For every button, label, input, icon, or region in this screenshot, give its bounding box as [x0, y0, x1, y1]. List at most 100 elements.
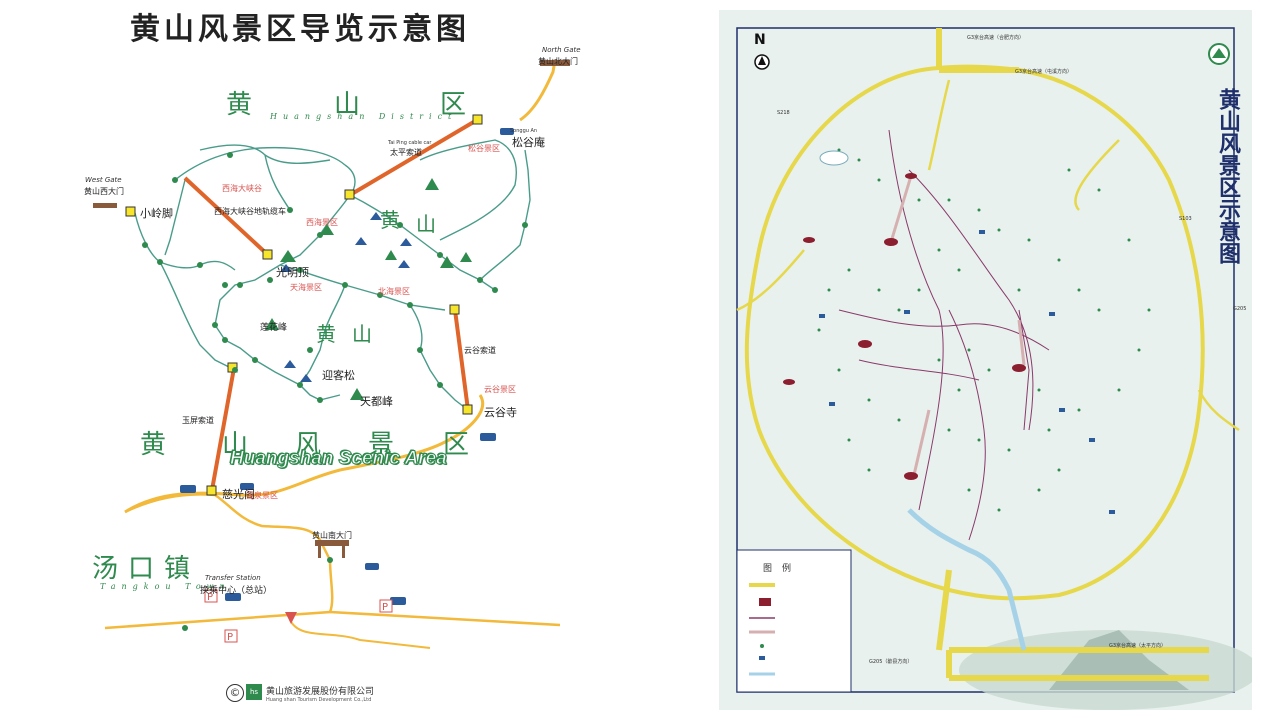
title-char: 区 [1215, 176, 1240, 198]
cable-car-stations [783, 173, 1026, 480]
transfer-station-label: 换乘中心（总站） [200, 586, 273, 596]
peak-icons [265, 178, 472, 400]
xihai-scenic-label: 西海景区 [306, 218, 338, 227]
tianhai-label: 天海景区 [290, 283, 322, 292]
title-char: 山 [1215, 110, 1240, 132]
minor-roads [736, 79, 1240, 432]
district-en: Huangshan District [270, 112, 458, 121]
town-en: Tangkou Town [100, 582, 231, 591]
xihai-valley-label: 西海大峡谷 [222, 184, 262, 193]
map-title: 黄山风景区导览示意图 [130, 12, 470, 47]
reservoir [819, 150, 849, 166]
ring-road [744, 64, 1205, 601]
peak-char-1: 黄 [380, 208, 400, 232]
title-char: 示 [1215, 198, 1240, 220]
yungu-cable-label: 云谷索道 [464, 346, 496, 355]
taiping-cable-en: Tai Ping cable car [388, 140, 432, 146]
gate-icons [93, 60, 570, 558]
west-gate-label: 黄山西大门 [84, 187, 124, 196]
huangshan-schematic-map: N 黄山风景区示意图 图例 G3京台高速（合肥方向） G3京台高速（屯溪方向） … [719, 10, 1252, 710]
taiping-cable-label: 太平索道 [390, 148, 422, 157]
road-label-4: G3京台高速（太平方向） [1109, 643, 1167, 649]
xiaolingjiao-label: 小岭脚 [140, 207, 173, 220]
blue-markers [819, 230, 1115, 514]
bus-icons [180, 128, 514, 605]
scenic-char-4: 景 [368, 430, 395, 460]
river [907, 508, 1027, 651]
road-yellow-1 [104, 493, 334, 630]
company-name: 黄山旅游发展股份有限公司 [266, 687, 375, 697]
town-char-1: 汤 [92, 554, 119, 584]
lianhua-label: 莲花峰 [260, 323, 288, 333]
cable-stations [125, 114, 483, 496]
district-char-1: 黄 [226, 90, 253, 120]
schematic-cableways [889, 175, 1026, 476]
district-char-3: 区 [440, 90, 467, 120]
north-gate-en: North Gate [542, 46, 581, 54]
scenic-char-1: 黄 [140, 430, 167, 460]
town-char-3: 镇 [164, 554, 191, 584]
road-label-6: S103 [1179, 216, 1192, 222]
guide-map-drawing: P P P [93, 59, 570, 649]
location-pin [285, 612, 297, 624]
scenic-char-3: 风 [295, 430, 322, 460]
north-gate-label: 黄山北大门 [538, 57, 578, 66]
yuping-cable-label: 玉屏索道 [182, 416, 214, 425]
title-char: 景 [1215, 154, 1240, 176]
yungu-area-label: 云谷景区 [484, 385, 516, 394]
huangshan-guide-map: 黄山风景区导览示意图 [84, 12, 581, 703]
schematic-map-drawing [736, 27, 1252, 710]
north-road [519, 59, 557, 122]
svg-text:P: P [227, 632, 233, 643]
transfer-station-en: Transfer Station [205, 574, 261, 582]
peak-char-4: 山 [352, 322, 372, 346]
parking-icons [204, 589, 393, 643]
title-char: 黄 [1215, 88, 1240, 110]
songgu-scenic-label: 松谷景区 [468, 144, 500, 153]
yungu-temple-label: 云谷寺 [484, 406, 517, 419]
road-yellow-3 [289, 619, 431, 649]
road-label-1: G3京台高速（合肥方向） [967, 35, 1025, 41]
title-char: 风 [1215, 132, 1240, 154]
scenic-area-en: Huangshan Scenic Area [230, 448, 448, 470]
company-name-en: Huang shan Tourism Development Co.,Ltd [266, 697, 372, 703]
road-label-3: G205（歙县方向） [869, 659, 913, 665]
road-label-5: S218 [777, 110, 790, 116]
hotel-icons [280, 212, 412, 382]
road-yellow-2 [329, 610, 561, 627]
yingkesong-label: 迎客松 [322, 369, 355, 382]
beihai-label: 北海景区 [378, 287, 410, 296]
svg-text:P: P [382, 602, 388, 613]
peak-char-3: 黄 [316, 322, 336, 346]
scenic-char-5: 区 [443, 430, 470, 460]
scenic-char-2: 山 [222, 430, 249, 460]
trails [838, 129, 1050, 541]
ciguang-label: 慈光阁 [222, 488, 255, 501]
legend-box [736, 549, 852, 693]
songgu-label: 松谷庵 [512, 136, 545, 149]
tiandu-label: 天都峰 [360, 395, 393, 408]
xihai-cable-label: 西海大峡谷地轨缆车 [214, 207, 286, 216]
district-char-2: 山 [334, 90, 361, 120]
schematic-title: 黄山风景区示意图 [1211, 88, 1241, 264]
songgu-en: Songgu An [510, 128, 538, 134]
south-gate-label: 黄山南大门 [312, 531, 352, 540]
viewpoint-dots [142, 152, 528, 631]
legend-title: 图例 [763, 564, 802, 574]
west-gate-en: West Gate [85, 176, 122, 184]
svg-text:P: P [207, 592, 213, 603]
town-char-2: 口 [128, 554, 155, 584]
company-logo-icon: hs [246, 684, 262, 700]
highways [936, 28, 1209, 681]
cableways [183, 118, 479, 491]
north-label: N [754, 32, 766, 48]
road-label-2: G3京台高速（屯溪方向） [1015, 69, 1073, 75]
guangmingding-label: 光明顶 [276, 266, 309, 279]
road-label-7: G205 [1233, 306, 1247, 312]
peak-char-2: 山 [416, 212, 436, 236]
copyright-icon: © [226, 684, 244, 702]
title-char: 图 [1215, 242, 1240, 264]
wenquan-label: 温泉景区 [246, 491, 278, 500]
title-char: 意 [1215, 220, 1240, 242]
tree-dots [817, 148, 1151, 512]
